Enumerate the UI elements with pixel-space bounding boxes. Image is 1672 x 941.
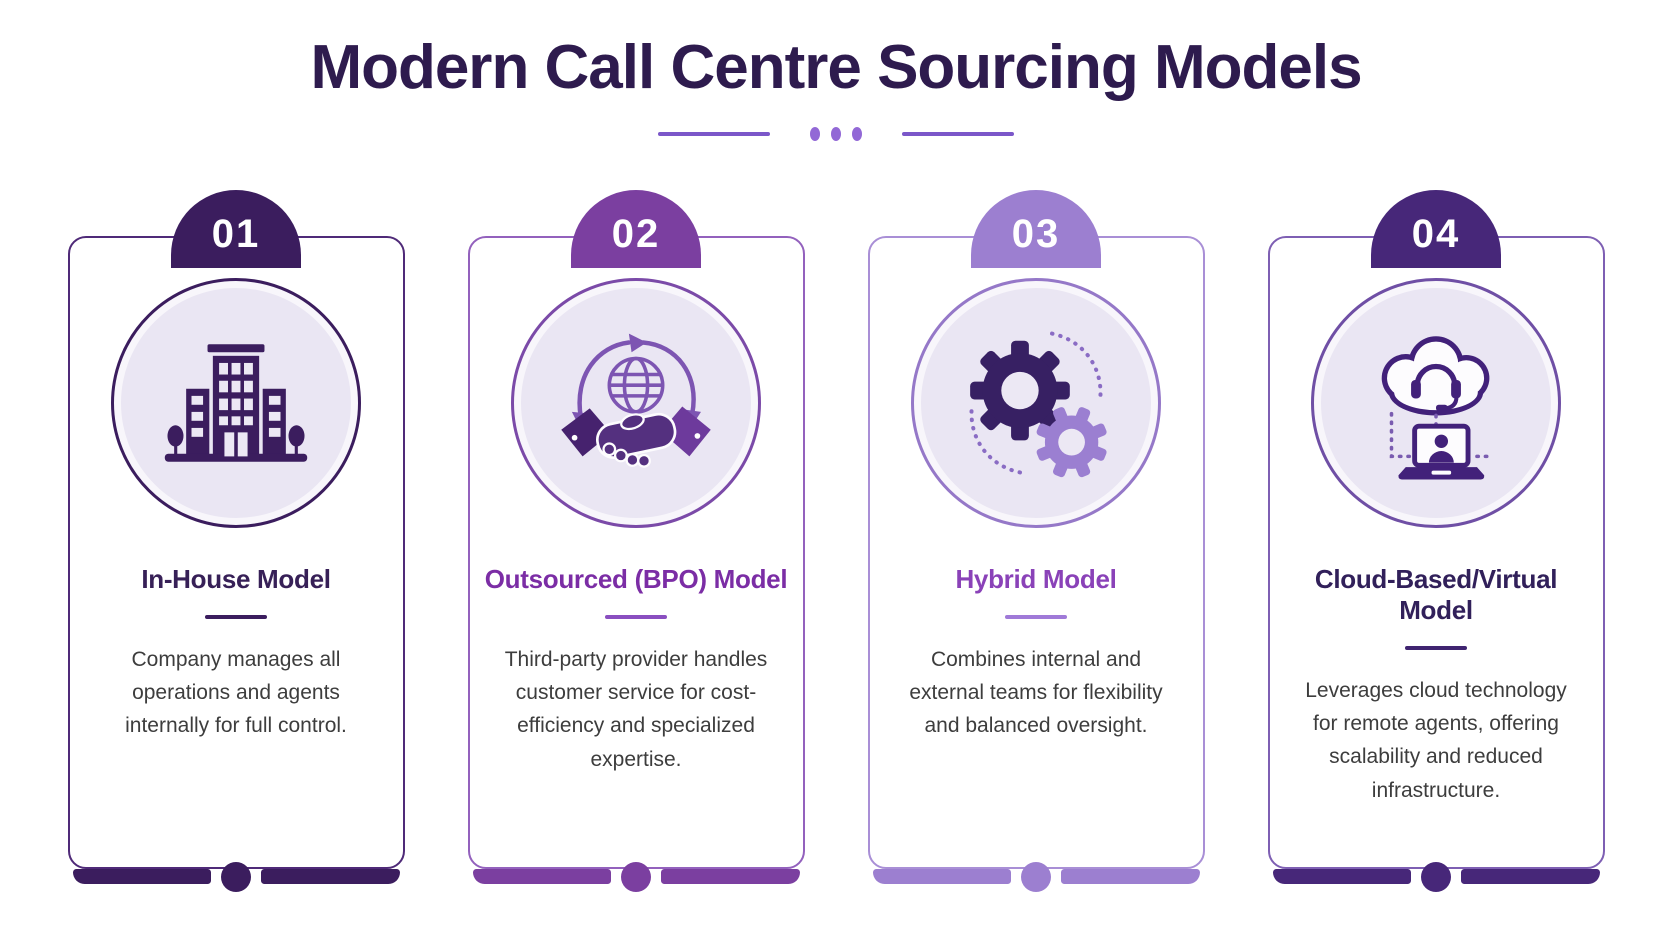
card-number-badge: 03 [971, 190, 1101, 268]
card-title-divider [1005, 615, 1067, 619]
card-title: Hybrid Model [955, 564, 1117, 594]
bar-segment [661, 869, 800, 884]
globe-handshake-icon [561, 333, 711, 468]
bar-segment [1061, 869, 1200, 884]
gears-icon [969, 331, 1107, 478]
divider-dot [852, 127, 862, 141]
header-divider [0, 127, 1672, 141]
bar-segment [261, 869, 400, 884]
card-outsourced-bpo-model: 02 [467, 190, 805, 892]
cards-row: 01 [0, 190, 1672, 892]
card-bottom-bar [472, 861, 800, 892]
bar-segment [472, 869, 611, 884]
card-number: 01 [211, 211, 261, 256]
card-number: 02 [611, 211, 661, 256]
bar-segment [72, 869, 211, 884]
card-bottom-bar [72, 861, 400, 892]
icon-circle [911, 278, 1161, 528]
bar-segment [1461, 869, 1600, 884]
card-number-badge: 01 [171, 190, 301, 268]
card-title: Cloud-Based/Virtual Model [1314, 564, 1558, 625]
divider-line [658, 132, 770, 136]
card-number: 03 [1011, 211, 1061, 256]
card-number: 04 [1411, 211, 1461, 256]
card-bottom-bar [1272, 861, 1600, 892]
card-number-badge: 02 [571, 190, 701, 268]
bottom-bar-dot [1021, 861, 1051, 892]
divider-line [902, 132, 1014, 136]
card-cloud-virtual-model: 04 [1267, 190, 1605, 892]
card-description: Third-party provider handles customer se… [504, 648, 768, 771]
card-bottom-bar [872, 861, 1200, 892]
office-building-icon [164, 344, 308, 462]
bottom-bar-dot [221, 861, 251, 892]
card-description: Company manages all operations and agent… [125, 648, 347, 738]
cloud-agent-icon [1381, 336, 1492, 480]
header: Modern Call Centre Sourcing Models [0, 0, 1672, 141]
divider-dots [810, 127, 862, 141]
bar-segment [1272, 869, 1411, 884]
icon-circle [1311, 278, 1561, 528]
card-title-divider [1405, 646, 1467, 650]
card-title: In-House Model [141, 564, 331, 594]
icon-circle [511, 278, 761, 528]
divider-dot [831, 127, 841, 141]
bottom-bar-dot [621, 861, 651, 892]
divider-dot [810, 127, 820, 141]
card-in-house-model: 01 [67, 190, 405, 892]
card-title-divider [605, 615, 667, 619]
bar-segment [872, 869, 1011, 884]
card-description: Combines internal and external teams for… [909, 648, 1163, 738]
card-title-divider [205, 615, 267, 619]
card-hybrid-model: 03 [867, 190, 1205, 892]
card-title: Outsourced (BPO) Model [484, 564, 788, 594]
bottom-bar-dot [1421, 861, 1451, 892]
card-description: Leverages cloud technology for remote ag… [1305, 679, 1567, 802]
icon-circle [111, 278, 361, 528]
page-title: Modern Call Centre Sourcing Models [310, 33, 1362, 102]
card-number-badge: 04 [1371, 190, 1501, 268]
